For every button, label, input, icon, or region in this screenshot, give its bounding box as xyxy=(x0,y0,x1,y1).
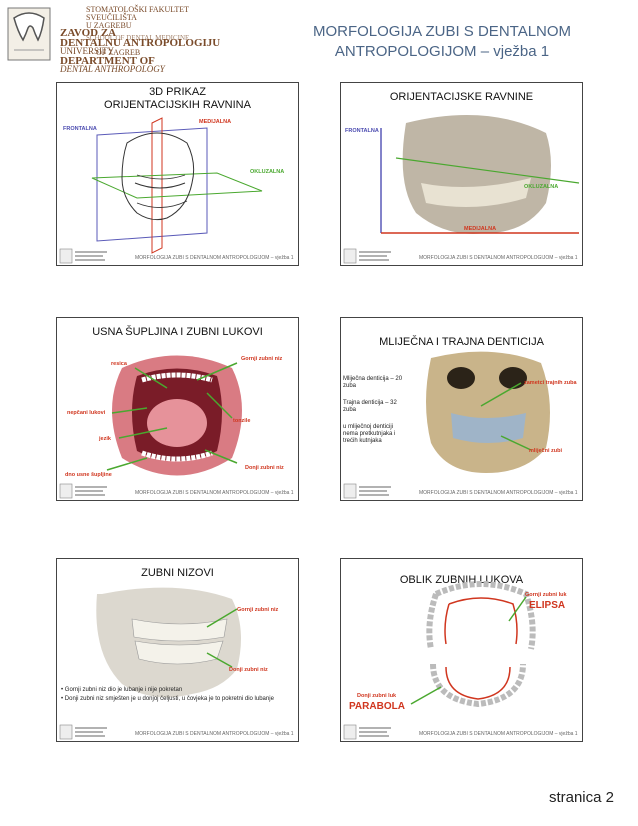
label-okluzalna: OKLUZALNA xyxy=(250,169,285,175)
slide-title-line: ORIJENTACIJSKIH RAVNINA xyxy=(104,99,251,111)
slide-footer: MORFOLOGIJA ZUBI S DENTALNOM ANTROPOLOGI… xyxy=(57,482,298,500)
footer-text: MORFOLOGIJA ZUBI S DENTALNOM ANTROPOLOGI… xyxy=(419,490,578,496)
logo-line: DEPARTMENT OF xyxy=(60,55,155,67)
logo-line: DENTAL ANTHROPOLOGY xyxy=(60,64,165,74)
page-title-line: MORFOLOGIJA ZUBI S DENTALNOM xyxy=(312,23,572,40)
label-gornji-luk: Gornji zubni luk xyxy=(525,592,567,598)
logo-line: DENTALNU ANTROPOLOGIJU xyxy=(60,37,221,49)
footer-logo-icon xyxy=(59,248,107,264)
label-donji-niz: Donji zubni niz xyxy=(229,667,268,673)
logo-line: UNIVERSITY xyxy=(60,46,114,56)
footer-text: MORFOLOGIJA ZUBI S DENTALNOM ANTROPOLOGI… xyxy=(419,255,578,261)
label-frontalna: FRONTALNA xyxy=(345,128,379,134)
slide-orientation-planes: ORIJENTACIJSKE RAVNINE FRONTALNA OKLUZAL… xyxy=(340,82,583,266)
label-donji-luk: Donji zubni luk xyxy=(357,693,397,699)
slide-footer: MORFOLOGIJA ZUBI S DENTALNOM ANTROPOLOGI… xyxy=(341,723,582,741)
oral-cavity-drawing xyxy=(106,355,242,476)
slide-title: ZUBNI NIZOVI xyxy=(141,567,214,579)
footer-logo-icon xyxy=(343,483,391,499)
slide-arch-shapes: OBLIK ZUBNIH LUKOVA Gornji zubni luk ELI… xyxy=(340,558,583,742)
bullet-item: • Gornji zubni niz dio je lubanje i nije… xyxy=(61,687,183,693)
slide-dental-arches: ZUBNI NIZOVI Gornji zubni niz Donji zubn… xyxy=(56,558,299,742)
slide-title-line: 3D PRIKAZ xyxy=(149,86,206,98)
dentition-text-note: u mliječnoj denticiji nema pretkutnjaka … xyxy=(343,424,396,444)
faculty-logo: STOMATOLOŠKI FAKULTET SVEUČILIŠTA U ZAGR… xyxy=(6,4,256,74)
footer-logo-icon xyxy=(59,483,107,499)
bullet-item: • Donji zubni niz smješten je u donjoj č… xyxy=(61,696,274,702)
logo-line: STOMATOLOŠKI FAKULTET xyxy=(86,5,190,14)
label-gornji-niz: Gornji zubni niz xyxy=(241,356,283,362)
label-elipsa: ELIPSA xyxy=(529,600,566,611)
page-title: MORFOLOGIJA ZUBI S DENTALNOM ANTROPOLOGI… xyxy=(292,22,592,62)
label-nepcani-lukovi: nepčani lukovi xyxy=(67,410,106,416)
logo-line: OF ZAGREB xyxy=(96,48,141,57)
logo-line: SVEUČILIŠTA xyxy=(86,13,137,22)
slide-title: ORIJENTACIJSKE RAVNINE xyxy=(389,91,534,103)
label-resica: resica xyxy=(111,361,127,367)
label-parabola: PARABOLA xyxy=(349,701,405,712)
footer-text: MORFOLOGIJA ZUBI S DENTALNOM ANTROPOLOGI… xyxy=(135,731,294,737)
label-medialna: MEDIJALNA xyxy=(199,119,232,125)
skull-planes-drawing xyxy=(91,117,263,254)
slide-title: USNA ŠUPLJINA I ZUBNI LUKOVI xyxy=(92,326,263,338)
slide-footer: MORFOLOGIJA ZUBI S DENTALNOM ANTROPOLOGI… xyxy=(57,723,298,741)
dentition-text-permanent: Trajna denticija – 32 zuba xyxy=(343,400,397,413)
slide-3d-planes: 3D PRIKAZ ORIJENTACIJSKIH RAVNINA MEDIJA… xyxy=(56,82,299,266)
slide-dentition: MLIJEČNA I TRAJNA DENTICIJA Mliječna den… xyxy=(340,317,583,501)
logo-line: U ZAGREBU xyxy=(86,21,132,30)
label-dno: dno usne šupljine xyxy=(65,472,112,478)
page-title-line: ANTROPOLOGIJOM – vježba 1 xyxy=(334,43,550,60)
label-jezik: jezik xyxy=(99,436,111,442)
footer-logo-icon xyxy=(343,724,391,740)
slide-oral-cavity: USNA ŠUPLJINA I ZUBNI LUKOVI resica Gorn… xyxy=(56,317,299,501)
footer-logo-icon xyxy=(59,724,107,740)
dentition-text-primary: Mliječna denticija – 20 zuba xyxy=(343,376,403,389)
footer-text: MORFOLOGIJA ZUBI S DENTALNOM ANTROPOLOGI… xyxy=(135,255,294,261)
slide-footer: MORFOLOGIJA ZUBI S DENTALNOM ANTROPOLOGI… xyxy=(341,247,582,265)
page-number: stranica 2 xyxy=(548,789,614,806)
label-medialna: MEDIJALNA xyxy=(464,226,497,232)
label-donji-niz: Donji zubni niz xyxy=(245,465,284,471)
label-frontalna: FRONTALNA xyxy=(63,126,97,132)
bullet-text: Donji zubni niz smješten je u donjoj čel… xyxy=(64,696,274,702)
child-skull-photo xyxy=(426,351,550,473)
logo-text: STOMATOLOŠKI FAKULTET SVEUČILIŠTA U ZAGR… xyxy=(56,4,256,74)
label-tonzile: tonzile xyxy=(233,418,251,424)
logo-line: SCHOOL OF DENTAL MEDICINE xyxy=(86,34,190,42)
label-gornji-niz: Gornji zubni niz xyxy=(237,607,279,613)
label-zametci: zametci trajnih zuba xyxy=(524,380,577,386)
slide-footer: MORFOLOGIJA ZUBI S DENTALNOM ANTROPOLOGI… xyxy=(57,247,298,265)
footer-text: MORFOLOGIJA ZUBI S DENTALNOM ANTROPOLOGI… xyxy=(419,731,578,737)
tooth-emblem-icon xyxy=(7,7,51,61)
footer-text: MORFOLOGIJA ZUBI S DENTALNOM ANTROPOLOGI… xyxy=(135,490,294,496)
slide-title: 3D PRIKAZ ORIJENTACIJSKIH RAVNINA xyxy=(57,86,298,112)
label-okluzalna: OKLUZALNA xyxy=(524,184,559,190)
skull-teeth-photo xyxy=(96,587,242,698)
slide-title: MLIJEČNA I TRAJNA DENTICIJA xyxy=(379,336,544,348)
dental-arches-drawing xyxy=(410,581,536,708)
slide-footer: MORFOLOGIJA ZUBI S DENTALNOM ANTROPOLOGI… xyxy=(341,482,582,500)
label-mlijecni-zubi: mliječni zubi xyxy=(529,448,563,454)
footer-logo-icon xyxy=(343,248,391,264)
logo-line: ZAVOD ZA xyxy=(60,27,117,39)
skull-photo xyxy=(380,115,580,234)
bullet-text: Gornji zubni niz dio je lubanje i nije p… xyxy=(64,687,183,693)
